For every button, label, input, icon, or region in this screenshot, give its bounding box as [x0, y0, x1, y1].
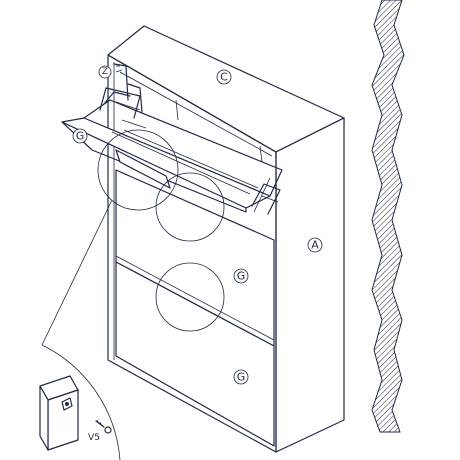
label-a: A	[307, 237, 323, 253]
label-c: C	[216, 69, 232, 85]
drawer-upper-open	[61, 87, 283, 215]
svg-text:A: A	[311, 239, 319, 252]
label-g-upper: G	[72, 128, 88, 144]
drawer-bottom-front	[115, 261, 275, 447]
drawer-upper-handle	[115, 149, 171, 189]
label-g-middle: G	[233, 268, 249, 284]
top-panel	[107, 25, 345, 153]
side-panel	[275, 117, 345, 453]
detail-circle-1	[97, 129, 179, 211]
detail-circle-3	[155, 262, 225, 332]
svg-text:G: G	[237, 270, 246, 283]
svg-text:G: G	[237, 371, 246, 384]
screw-v5	[95, 419, 112, 434]
cabinet	[61, 25, 345, 453]
label-g-bottom: G	[233, 369, 249, 385]
front-frame	[107, 54, 277, 453]
detail-circle-2	[155, 172, 225, 242]
wall	[371, 0, 405, 433]
svg-text:G: G	[76, 130, 85, 143]
detail-leader	[41, 199, 113, 346]
detail-view	[39, 344, 121, 460]
label-z: Z	[98, 65, 123, 79]
screw-label: V5	[88, 433, 100, 443]
svg-text:C: C	[220, 71, 228, 84]
svg-text:Z: Z	[102, 67, 108, 77]
